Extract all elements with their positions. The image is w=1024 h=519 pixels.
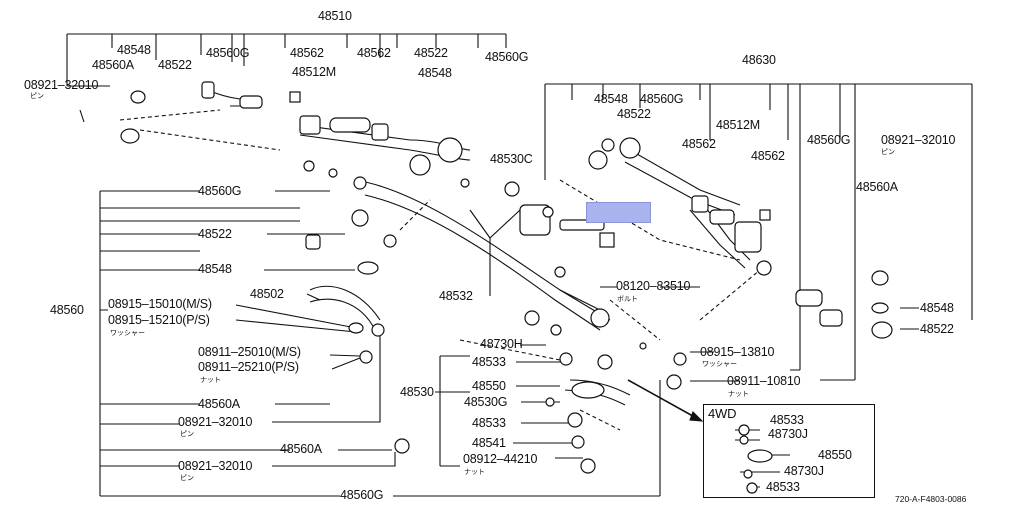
part-48562-b[interactable]: 48562 [357, 46, 391, 60]
part-48562-c[interactable]: 48562 [682, 137, 716, 151]
part-48560[interactable]: 48560 [50, 303, 84, 317]
part-08921-c[interactable]: 08921–32010 [178, 415, 253, 429]
part-08911-b[interactable]: 08911–10810 [727, 374, 801, 388]
part-48530[interactable]: 48530 [400, 385, 434, 399]
part-48562-a[interactable]: 48562 [290, 46, 324, 60]
washer-kana-a: ワッシャー [110, 330, 145, 337]
part-48548-a[interactable]: 48548 [117, 43, 151, 57]
part-48530g[interactable]: 48530G [464, 395, 508, 409]
part-48550-a[interactable]: 48550 [472, 379, 506, 393]
part-48560g-f[interactable]: 48560G [340, 488, 384, 502]
part-48548-c[interactable]: 48548 [594, 92, 628, 106]
part-48548-d[interactable]: 48548 [198, 262, 232, 276]
part-48560g-a[interactable]: 48560G [206, 46, 250, 60]
part-48560g-c[interactable]: 48560G [640, 92, 684, 106]
part-48548-b[interactable]: 48548 [418, 66, 452, 80]
part-48560a-d[interactable]: 48560A [280, 442, 322, 456]
part-48533-c[interactable]: 48533 [770, 413, 804, 427]
part-08921-a[interactable]: 08921–32010 [24, 78, 99, 92]
part-48532[interactable]: 48532 [439, 289, 473, 303]
part-08912[interactable]: 08912–44210 [463, 452, 538, 466]
part-48512m-a[interactable]: 48512M [292, 65, 336, 79]
part-48510[interactable]: 48510 [318, 9, 352, 23]
bolt-kana: ボルト [617, 296, 638, 303]
part-48560a-c[interactable]: 48560A [198, 397, 240, 411]
part-48562-d[interactable]: 48562 [751, 149, 785, 163]
pin-kana-b: ピン [881, 149, 895, 156]
4wd-inset-frame [703, 404, 875, 498]
part-48502[interactable]: 48502 [250, 287, 284, 301]
part-48533-b[interactable]: 48533 [472, 416, 506, 430]
part-48522-c[interactable]: 48522 [617, 107, 651, 121]
part-08120[interactable]: 08120–83510 [616, 279, 691, 293]
pin-kana-c: ピン [180, 431, 194, 438]
part-48530c[interactable]: 48530C [490, 152, 533, 166]
washer-kana-b: ワッシャー [702, 361, 737, 368]
part-48560a-b[interactable]: 48560A [856, 180, 898, 194]
part-08921-b[interactable]: 08921–32010 [881, 133, 956, 147]
part-48541[interactable]: 48541 [472, 436, 506, 450]
part-48533-a[interactable]: 48533 [472, 355, 506, 369]
pin-kana-d: ピン [180, 475, 194, 482]
part-08911-ps[interactable]: 08911–25210(P/S) [198, 360, 299, 374]
nut-kana-c: ナット [728, 391, 749, 398]
part-48560g-d[interactable]: 48560G [807, 133, 851, 147]
part-48560g-b[interactable]: 48560G [485, 50, 529, 64]
4wd-label: 4WD [708, 406, 737, 421]
highlight-box[interactable] [586, 202, 651, 223]
part-08911-ms[interactable]: 08911–25010(M/S) [198, 345, 301, 359]
part-48522-d[interactable]: 48522 [198, 227, 232, 241]
diagram-reference-code: 720-A-F4803-0086 [895, 494, 967, 504]
part-08915-ps[interactable]: 08915–15210(P/S) [108, 313, 210, 327]
pin-kana-a: ピン [30, 93, 44, 100]
part-48548-e[interactable]: 48548 [920, 301, 954, 315]
part-48522-b[interactable]: 48522 [414, 46, 448, 60]
part-48730h[interactable]: 48730H [480, 337, 523, 351]
part-48730j-a[interactable]: 48730J [768, 427, 808, 441]
part-48522-a[interactable]: 48522 [158, 58, 192, 72]
nut-kana-a: ナット [200, 377, 221, 384]
part-48512m-b[interactable]: 48512M [716, 118, 760, 132]
part-08921-d[interactable]: 08921–32010 [178, 459, 253, 473]
nut-kana-b: ナット [464, 469, 485, 476]
part-48522-e[interactable]: 48522 [920, 322, 954, 336]
part-48630[interactable]: 48630 [742, 53, 776, 67]
part-48730j-b[interactable]: 48730J [784, 464, 824, 478]
part-48560g-e[interactable]: 48560G [198, 184, 242, 198]
part-48533-d[interactable]: 48533 [766, 480, 800, 494]
part-08915-ms[interactable]: 08915–15010(M/S) [108, 297, 212, 311]
part-08915-b[interactable]: 08915–13810 [700, 345, 775, 359]
part-48550-b[interactable]: 48550 [818, 448, 852, 462]
part-48560a-a[interactable]: 48560A [92, 58, 134, 72]
